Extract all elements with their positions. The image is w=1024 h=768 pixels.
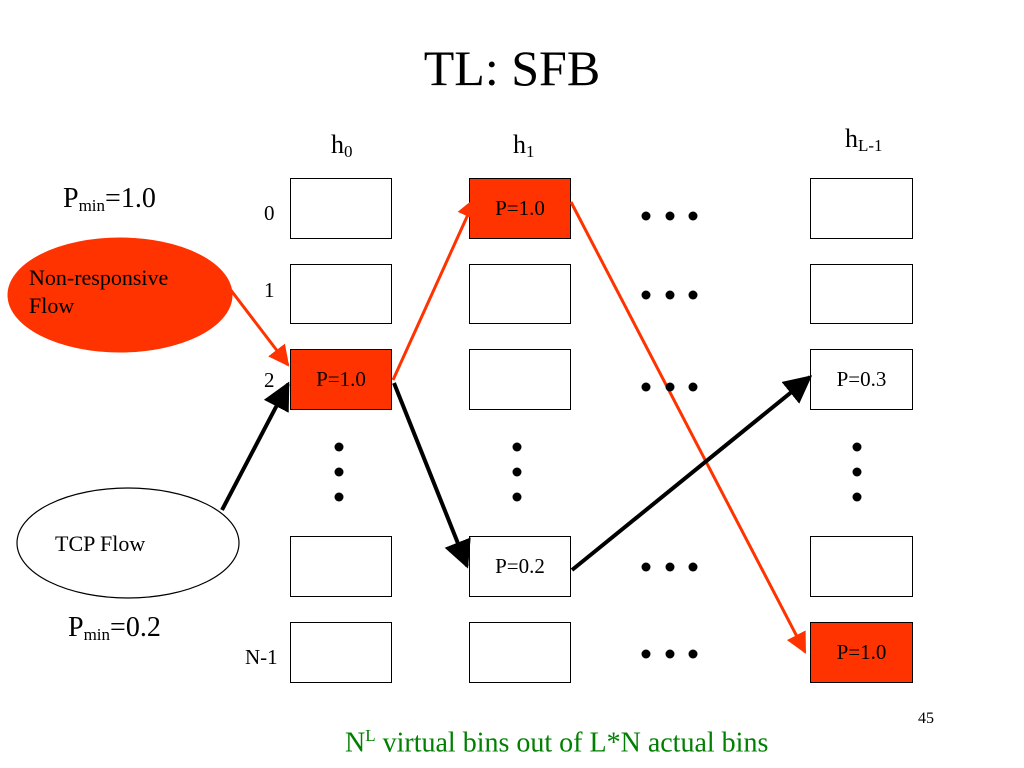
page-number: 45 [918, 710, 934, 727]
slide-title: TL: SFB [423, 40, 601, 96]
bin-h0-row1 [290, 264, 392, 324]
arrow-nonresp-to-h0 [228, 288, 290, 367]
arrow-h1-to-hL [569, 201, 807, 654]
bin-h1-row1 [469, 264, 571, 324]
tcp-flow-ellipse [16, 487, 240, 599]
row-label-n-1: N-1 [245, 645, 278, 669]
arrow-h0-to-h1 [391, 197, 477, 381]
bin-h0-row-n-2 [290, 536, 392, 597]
column-heading-h0: h0 [331, 130, 353, 161]
nonresponsive-flow-label: Non-responsive Flow [29, 265, 169, 318]
column-heading-hL-1: hL-1 [845, 124, 883, 155]
row-label-2: 2 [264, 368, 275, 392]
tcp-flow-label: TCP Flow [55, 531, 146, 556]
pmin-tcp: Pmin=0.2 [68, 612, 161, 644]
bin-hL-row-n-2 [810, 536, 913, 597]
footer-caption: NL virtual bins out of L*N actual bins [345, 726, 769, 759]
arrow-h1-to-hL-tcp [570, 375, 813, 572]
bin-hL-row2: P=0.3 [810, 349, 913, 410]
bin-h1-row0: P=1.0 [469, 178, 571, 239]
bin-hL-row-n-1: P=1.0 [810, 622, 913, 683]
pmin-nonresponsive: Pmin=1.0 [63, 183, 156, 215]
bin-h1-row2 [469, 349, 571, 410]
column-heading-h1: h1 [513, 130, 535, 161]
bin-h0-row-n-1 [290, 622, 392, 683]
vertical-dots [334, 442, 862, 502]
nonresponsive-flow-ellipse [7, 237, 233, 353]
arrow-h0-to-h1-tcp [392, 382, 471, 569]
bin-h1-row-n-1 [469, 622, 571, 683]
arrow-tcp-to-h0 [220, 381, 290, 511]
bin-hL-row1 [810, 264, 913, 324]
row-label-0: 0 [264, 201, 275, 225]
horizontal-dots [641, 211, 698, 659]
bin-h0-row0 [290, 178, 392, 239]
bin-h0-row2: P=1.0 [290, 349, 392, 410]
bin-h1-row-n-2: P=0.2 [469, 536, 571, 597]
row-label-1: 1 [264, 278, 275, 302]
bin-hL-row0 [810, 178, 913, 239]
